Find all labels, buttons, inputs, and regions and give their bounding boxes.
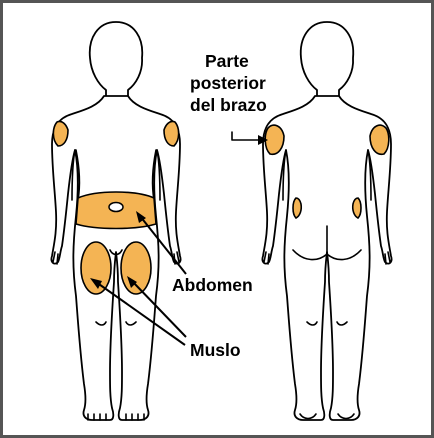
front-head — [90, 22, 143, 100]
back-head — [301, 22, 354, 100]
back-right-hip-site — [353, 198, 361, 218]
back-of-arm-label-line3: del brazo — [190, 95, 267, 115]
front-right-arm-site — [164, 121, 179, 146]
navel-marker — [109, 203, 123, 212]
abdomen-label: Abdomen — [172, 275, 253, 295]
back-left-hip-site — [293, 198, 301, 218]
front-body-figure — [51, 22, 180, 420]
back-of-arm-label-line2: posterior — [190, 73, 266, 93]
front-body-outline — [51, 96, 180, 420]
back-left-arm-site — [265, 125, 284, 154]
front-left-arm-site — [53, 121, 68, 146]
thigh-label: Muslo — [190, 340, 241, 360]
back-of-arm-label-line1: Parte — [205, 51, 249, 71]
back-body-figure — [262, 22, 391, 420]
back-of-arm-arrow — [232, 132, 262, 140]
back-right-arm-site — [370, 125, 389, 154]
